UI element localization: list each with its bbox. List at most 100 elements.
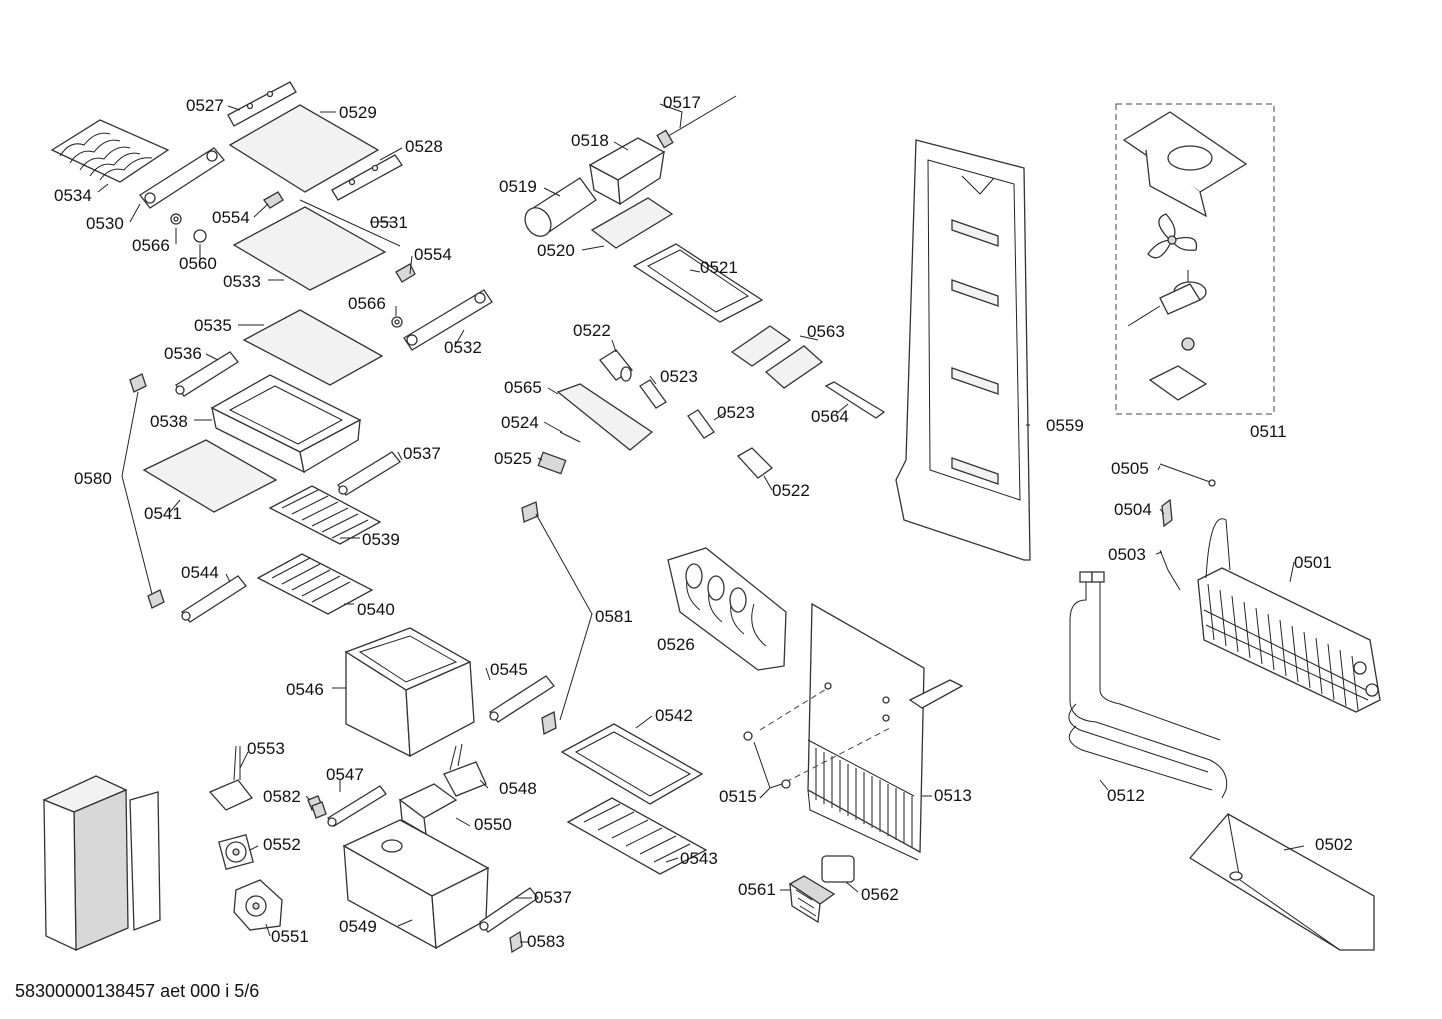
part-label: 0530 xyxy=(86,214,124,233)
part-label: 0563 xyxy=(807,322,845,341)
part-label: 0549 xyxy=(339,917,377,936)
part-label: 0503 xyxy=(1108,545,1146,564)
sensor-0505 xyxy=(1159,463,1216,487)
document-id-footer: 58300000138457 aet 000 i 5/6 xyxy=(15,981,260,1001)
freezer-bin-0546 xyxy=(344,627,475,758)
part-label: 0541 xyxy=(144,504,182,523)
part-label: 0582 xyxy=(263,787,301,806)
bulb-0523-b xyxy=(687,409,715,439)
cap-0560 xyxy=(193,229,207,243)
back-panel-0513 xyxy=(759,602,964,861)
tray-0542 xyxy=(560,723,704,805)
part-label: 0502 xyxy=(1315,835,1353,854)
part-label: 0544 xyxy=(181,563,219,582)
crisper-drawer-0538 xyxy=(210,374,362,474)
part-label: 0524 xyxy=(501,413,539,432)
part-label: 0545 xyxy=(490,660,528,679)
screws-0515 xyxy=(743,731,791,789)
washer-0566-a xyxy=(170,213,182,225)
part-label: 0583 xyxy=(527,932,565,951)
switch-0525 xyxy=(537,451,567,475)
part-label: 0537 xyxy=(403,444,441,463)
fan-blade xyxy=(1147,213,1198,259)
side-rail-0532 xyxy=(403,289,493,351)
part-label: 0504 xyxy=(1114,500,1152,519)
cover-0550 xyxy=(398,783,458,836)
lamp-cover-0565 xyxy=(556,383,654,451)
insulation-block xyxy=(42,775,161,952)
part-label: 0517 xyxy=(663,93,701,112)
part-label: 0581 xyxy=(595,607,633,626)
part-labels: 0527 0529 0528 0534 0530 0554 0531 0566 … xyxy=(54,93,1353,951)
strip-0564 xyxy=(824,381,886,419)
fan-assembly-0511 xyxy=(1115,103,1275,415)
part-label: 0552 xyxy=(263,835,301,854)
rail-0537-a xyxy=(337,451,401,496)
filter-0561 xyxy=(788,875,836,924)
leader-0581 xyxy=(521,501,593,735)
side-rail-0530 xyxy=(139,147,225,209)
part-label: 0566 xyxy=(132,236,170,255)
part-label: 0515 xyxy=(719,787,757,806)
part-label: 0560 xyxy=(179,254,217,273)
clip-0580-top xyxy=(129,373,147,393)
trim-0528 xyxy=(331,154,403,201)
rail-0537-b xyxy=(479,887,539,933)
part-label: 0562 xyxy=(861,885,899,904)
fan-motor xyxy=(1127,270,1207,327)
part-label: 0551 xyxy=(271,927,309,946)
part-label: 0522 xyxy=(772,481,810,500)
housing-0518 xyxy=(588,137,666,206)
part-label: 0543 xyxy=(680,849,718,868)
flaps-0563 xyxy=(730,325,824,389)
glass-cover-0541 xyxy=(142,439,278,513)
bracket-0527 xyxy=(227,81,297,127)
tube-0519 xyxy=(524,177,597,237)
part-label: 0546 xyxy=(286,680,324,699)
part-label: 0527 xyxy=(186,96,224,115)
part-label: 0519 xyxy=(499,177,537,196)
part-label: 0550 xyxy=(474,815,512,834)
part-label: 0513 xyxy=(934,786,972,805)
part-label: 0501 xyxy=(1294,553,1332,572)
part-label: 0554 xyxy=(414,245,452,264)
glass-shelf-0533 xyxy=(232,206,387,291)
sensor-0517 xyxy=(656,95,737,149)
sensor-0503 xyxy=(1159,549,1181,591)
clip-0583 xyxy=(509,930,523,954)
liner-panel-0559 xyxy=(895,139,1031,561)
bulb-0523-a xyxy=(639,379,667,409)
part-label: 0537 xyxy=(534,888,572,907)
part-label: 0542 xyxy=(655,706,693,725)
part-label: 0528 xyxy=(405,137,443,156)
drip-tray-0502 xyxy=(1189,813,1375,951)
grille-0540 xyxy=(256,553,374,615)
part-label: 0540 xyxy=(357,600,395,619)
part-label: 0561 xyxy=(738,880,776,899)
part-label: 0536 xyxy=(164,344,202,363)
filter-0562 xyxy=(821,855,855,883)
part-label: 0532 xyxy=(444,338,482,357)
part-label: 0548 xyxy=(499,779,537,798)
clip-0580-bottom xyxy=(147,589,165,609)
part-label: 0554 xyxy=(212,208,250,227)
part-label: 0533 xyxy=(223,272,261,291)
part-label: 0521 xyxy=(700,258,738,277)
part-label: 0523 xyxy=(660,367,698,386)
part-label: 0566 xyxy=(348,294,386,313)
glass-shelf-0535 xyxy=(242,309,384,386)
part-label: 0526 xyxy=(657,635,695,654)
pin-0524 xyxy=(559,431,581,443)
fan-0552 xyxy=(218,834,254,870)
part-label: 0531 xyxy=(370,213,408,232)
part-label: 0512 xyxy=(1107,786,1145,805)
lamp-socket-0522-a xyxy=(599,349,633,382)
part-label: 0539 xyxy=(362,530,400,549)
part-label: 0559 xyxy=(1046,416,1084,435)
leader-0580 xyxy=(121,391,153,595)
part-label: 0565 xyxy=(504,378,542,397)
grille-0543 xyxy=(566,797,708,875)
rail-0545 xyxy=(489,675,555,723)
fan-box-0548 xyxy=(443,743,487,797)
